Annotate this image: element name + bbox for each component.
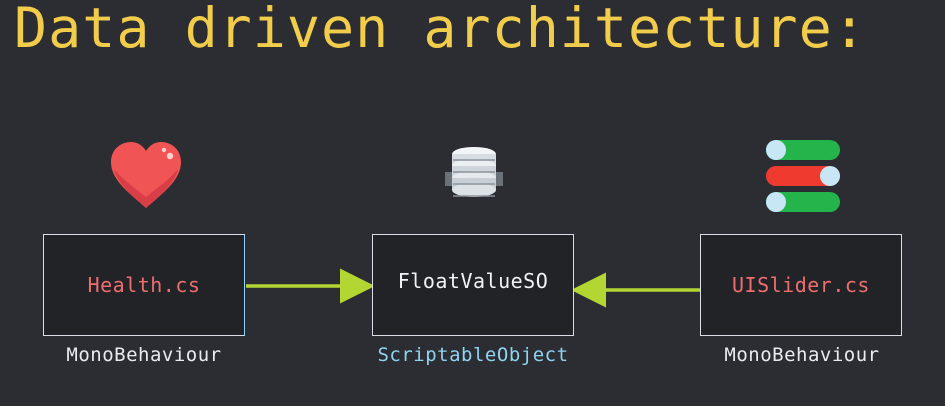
ui-slider-script-label: UISlider.cs: [732, 273, 870, 297]
health-script-box: Health.cs: [43, 234, 245, 336]
float-type-label: ScriptableObject: [377, 344, 569, 366]
float-value-so-box: FloatValueSO: [372, 234, 574, 336]
sliders-icon: [766, 140, 840, 212]
heart-icon: [111, 142, 181, 208]
health-script-label: Health.cs: [87, 273, 201, 297]
health-type-label: MonoBehaviour: [66, 344, 222, 366]
float-value-so-label: FloatValueSO: [397, 269, 549, 293]
ui-slider-script-box: UISlider.cs: [700, 234, 902, 336]
database-icon: [445, 147, 503, 197]
slide-title: Data driven architecture:: [14, 0, 867, 60]
slider-type-label: MonoBehaviour: [724, 344, 880, 366]
